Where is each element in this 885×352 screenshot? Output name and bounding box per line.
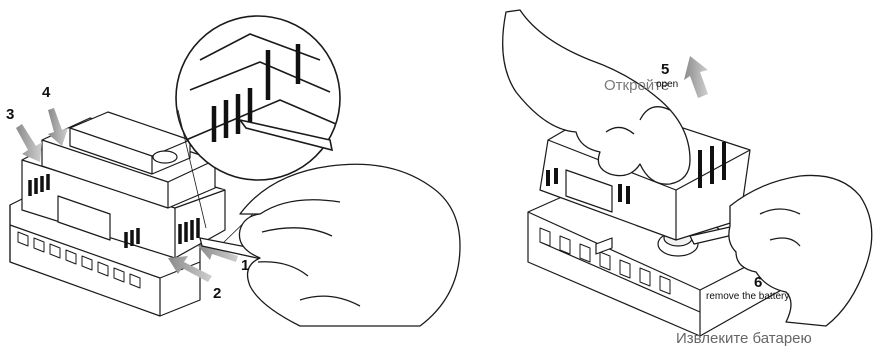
callout-1: 1	[241, 258, 249, 273]
caption-remove-battery: Извлеките батарею	[676, 331, 812, 346]
callout-3: 3	[6, 107, 14, 122]
hand-left	[200, 164, 460, 326]
press-arrow-3	[16, 124, 42, 162]
open-arrow	[684, 56, 708, 98]
callout-4: 4	[42, 85, 50, 100]
step-5-label: open	[656, 80, 678, 90]
magnifier-inset	[176, 16, 340, 180]
step-5-number: 5	[661, 62, 669, 77]
step-6-number: 6	[754, 275, 762, 290]
step-6-label: remove the battery	[706, 292, 789, 302]
callout-2: 2	[213, 286, 221, 301]
